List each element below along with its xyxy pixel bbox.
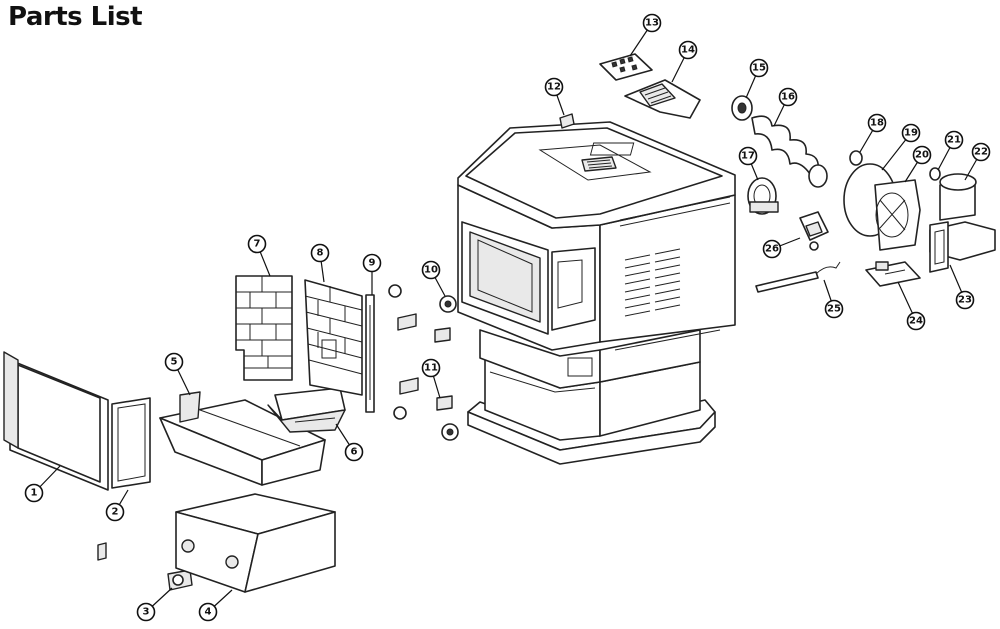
part-10-wheels — [388, 284, 459, 441]
callout-12-label: 12 — [547, 82, 561, 93]
part-19-20-combustion-blower — [843, 163, 921, 251]
callout-1: 1 — [24, 483, 44, 503]
callout-8: 8 — [310, 243, 330, 263]
callout-19-label: 19 — [904, 128, 918, 139]
part-21-cap — [929, 167, 941, 181]
part-14-hopper-lid — [624, 79, 701, 119]
leader-lines — [33, 22, 982, 613]
callout-17-label: 17 — [741, 151, 755, 162]
callout-2-label: 2 — [112, 507, 119, 518]
page-title: Parts List — [8, 2, 143, 32]
part-15-bearing — [731, 95, 753, 121]
part-18-fitting — [849, 150, 863, 166]
callout-10: 10 — [421, 260, 441, 280]
callout-14: 14 — [678, 40, 698, 60]
callout-25: 25 — [824, 299, 844, 319]
callout-20-label: 20 — [915, 150, 929, 161]
stove-body — [457, 121, 736, 465]
part-8-firebrick — [304, 279, 363, 396]
callout-5: 5 — [164, 352, 184, 372]
callout-6: 6 — [344, 442, 364, 462]
part-22-23-room-blower — [929, 173, 996, 273]
part-9-baffle-strip — [365, 294, 375, 413]
callout-11: 11 — [421, 358, 441, 378]
callout-7-label: 7 — [254, 239, 261, 250]
callout-20: 20 — [912, 145, 932, 165]
side-louvers — [614, 196, 731, 351]
callout-17: 17 — [738, 146, 758, 166]
callout-8-label: 8 — [317, 248, 324, 259]
callout-3-label: 3 — [143, 607, 150, 618]
callout-21: 21 — [944, 130, 964, 150]
callout-6-label: 6 — [351, 447, 358, 458]
callout-24-label: 24 — [909, 316, 923, 327]
callouts: 1 2 3 4 5 6 7 8 9 10 11 12 13 14 15 16 1… — [24, 13, 991, 622]
callout-9-label: 9 — [369, 258, 376, 269]
part-1-door-glass — [3, 351, 109, 491]
part-7-firebrick — [235, 275, 293, 381]
callout-7: 7 — [247, 234, 267, 254]
part-2-side-glass — [111, 397, 151, 489]
callout-10-label: 10 — [424, 265, 438, 276]
callout-26: 26 — [762, 239, 782, 259]
callout-12: 12 — [544, 77, 564, 97]
callout-18: 18 — [867, 113, 887, 133]
callout-4: 4 — [198, 602, 218, 622]
part-4-ash-pan — [175, 493, 336, 593]
callout-1-label: 1 — [31, 488, 38, 499]
callout-2: 2 — [105, 502, 125, 522]
callout-24: 24 — [906, 311, 926, 331]
callout-18-label: 18 — [870, 118, 884, 129]
part-17-vacuum-switch — [747, 177, 779, 215]
callout-5-label: 5 — [171, 357, 178, 368]
part-12-bracket — [559, 113, 575, 129]
part-5-burn-pot-tray — [159, 391, 326, 486]
callout-3: 3 — [136, 602, 156, 622]
callout-16-label: 16 — [781, 92, 795, 103]
callout-15: 15 — [749, 58, 769, 78]
callout-13: 13 — [642, 13, 662, 33]
callout-15-label: 15 — [752, 63, 766, 74]
callout-9: 9 — [362, 253, 382, 273]
callout-26-label: 26 — [765, 244, 779, 255]
callout-14-label: 14 — [681, 45, 695, 56]
part-16-auger — [751, 115, 828, 188]
callout-16: 16 — [778, 87, 798, 107]
part-6-burn-pot — [267, 387, 346, 433]
part-3-latch — [97, 542, 193, 591]
callout-13-label: 13 — [645, 18, 659, 29]
callout-25-label: 25 — [827, 304, 841, 315]
callout-23-label: 23 — [958, 295, 972, 306]
part-13-control-panel — [599, 53, 653, 81]
part-24-control-board — [865, 261, 921, 287]
callout-19: 19 — [901, 123, 921, 143]
callout-4-label: 4 — [205, 607, 212, 618]
part-25-igniter — [755, 261, 841, 293]
callout-22: 22 — [971, 142, 991, 162]
callout-11-label: 11 — [424, 363, 438, 374]
callout-22-label: 22 — [974, 147, 988, 158]
part-11-hinges — [397, 313, 453, 411]
part-26-auger-motor — [799, 211, 829, 251]
callout-23: 23 — [955, 290, 975, 310]
callout-21-label: 21 — [947, 135, 961, 146]
